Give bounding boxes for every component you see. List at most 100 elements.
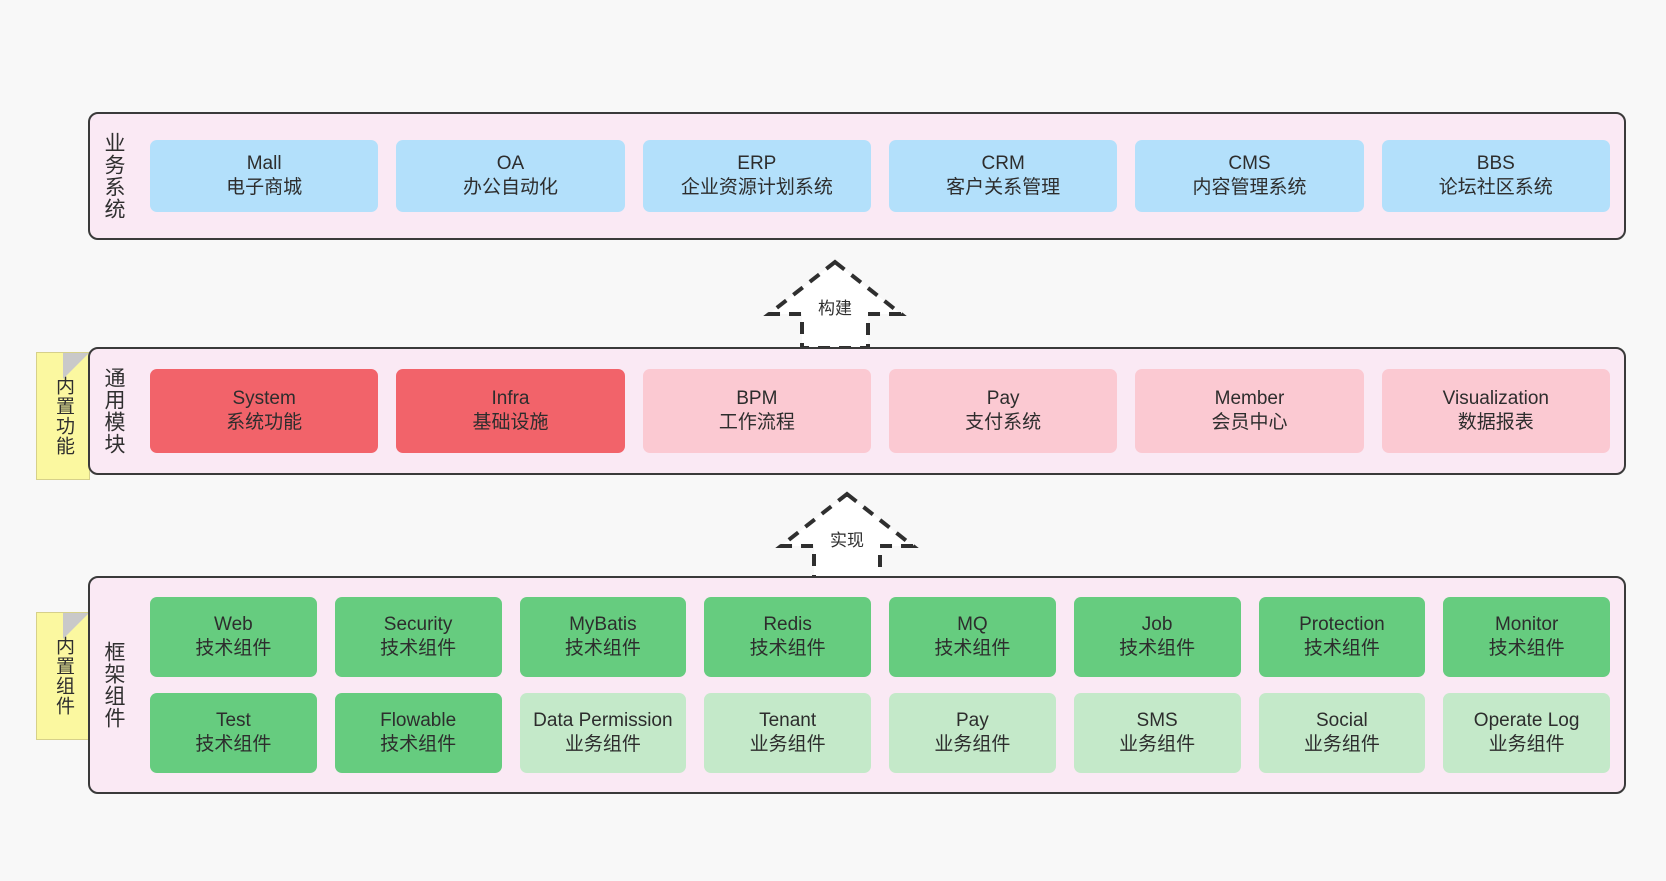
component-card-name: Flowable — [380, 709, 457, 731]
component-card-name: CMS — [1228, 152, 1271, 174]
component-card-name: Test — [215, 709, 251, 731]
component-card-desc: 技术组件 — [749, 638, 826, 659]
component-card-desc: 技术组件 — [1119, 638, 1196, 659]
component-card[interactable]: Flowable 技术组件 — [334, 693, 502, 773]
component-card-desc: 企业资源计划系统 — [680, 177, 833, 198]
component-card-name: Security — [383, 613, 453, 635]
component-card-desc: 系统功能 — [226, 412, 303, 433]
component-card-desc: 技术组件 — [1488, 638, 1565, 659]
component-card-name: Pay — [956, 709, 989, 731]
component-card[interactable]: BPM 工作流程 — [642, 369, 871, 453]
component-card-desc: 基础设施 — [472, 412, 549, 433]
component-card-desc: 电子商城 — [226, 177, 303, 198]
component-card[interactable]: Operate Log 业务组件 — [1443, 693, 1610, 773]
component-card-name: Protection — [1299, 613, 1385, 635]
component-card-desc: 业务组件 — [749, 734, 826, 755]
component-card[interactable]: ERP 企业资源计划系统 — [642, 140, 871, 212]
component-card-desc: 会员中心 — [1211, 412, 1288, 433]
build-arrow: 构建 — [760, 256, 910, 352]
component-card-desc: 支付系统 — [965, 412, 1042, 433]
component-card[interactable]: OA 办公自动化 — [396, 140, 625, 212]
component-card-name: Operate Log — [1473, 709, 1580, 731]
component-card[interactable]: Monitor 技术组件 — [1443, 597, 1610, 677]
layer-title-business: 业务系统 — [101, 132, 125, 220]
component-card-name: Member — [1214, 387, 1285, 409]
component-card-desc: 数据报表 — [1457, 412, 1534, 433]
component-card[interactable]: Job 技术组件 — [1073, 597, 1241, 677]
layer-common-modules: 通用模块 System 系统功能 Infra 基础设施 BPM 工作流程 Pay 支付系统 Me… — [88, 347, 1626, 475]
component-card-name: MyBatis — [569, 613, 637, 635]
component-card-name: Job — [1141, 613, 1173, 635]
component-card[interactable]: Pay 支付系统 — [888, 369, 1118, 453]
component-card-desc: 客户关系管理 — [946, 177, 1061, 198]
component-card-name: Tenant — [759, 709, 817, 731]
component-card-name: System — [232, 387, 296, 409]
component-card-desc: 论坛社区系统 — [1438, 177, 1553, 198]
modules-row: System 系统功能 Infra 基础设施 BPM 工作流程 Pay 支付系统 Member 会… — [150, 369, 1610, 453]
component-card-name: Pay — [986, 387, 1020, 409]
component-card[interactable]: Web 技术组件 — [150, 597, 317, 677]
component-card-desc: 业务组件 — [1488, 734, 1565, 755]
component-card-desc: 技术组件 — [195, 734, 272, 755]
layer-title-modules: 通用模块 — [101, 367, 125, 455]
component-card-name: OA — [496, 152, 525, 174]
component-card-desc: 技术组件 — [564, 638, 641, 659]
component-card-desc: 技术组件 — [380, 734, 457, 755]
component-card[interactable]: MyBatis 技术组件 — [519, 597, 687, 677]
component-card-name: Web — [214, 613, 253, 635]
component-card[interactable]: Test 技术组件 — [150, 693, 317, 773]
component-card[interactable]: Pay 业务组件 — [889, 693, 1056, 773]
component-card-desc: 技术组件 — [195, 638, 272, 659]
note-builtin-component-text: 内置组件 — [53, 636, 75, 716]
component-card[interactable]: System 系统功能 — [150, 369, 379, 453]
component-card-name: Monitor — [1494, 613, 1559, 635]
component-card[interactable]: Tenant 业务组件 — [704, 693, 871, 773]
component-card-name: Visualization — [1442, 387, 1549, 409]
component-card-name: Mall — [246, 152, 282, 174]
component-card-desc: 技术组件 — [1303, 638, 1380, 659]
component-card-name: BPM — [736, 387, 778, 409]
component-card-name: Data Permission — [533, 709, 673, 731]
implement-arrow: 实现 — [772, 488, 922, 584]
component-card[interactable]: Protection 技术组件 — [1258, 597, 1426, 677]
component-card-desc: 办公自动化 — [462, 177, 558, 198]
layer-body-modules: System 系统功能 Infra 基础设施 BPM 工作流程 Pay 支付系统 Member 会… — [136, 349, 1624, 473]
component-card[interactable]: BBS 论坛社区系统 — [1381, 140, 1610, 212]
note-builtin-component: 内置组件 — [36, 612, 90, 740]
component-card[interactable]: Redis 技术组件 — [704, 597, 871, 677]
note-builtin-function-text: 内置功能 — [53, 376, 75, 456]
component-card-name: Social — [1316, 709, 1368, 731]
layer-title-framework: 框架组件 — [101, 641, 125, 729]
component-card[interactable]: Infra 基础设施 — [396, 369, 625, 453]
component-card[interactable]: Mall 电子商城 — [150, 140, 379, 212]
component-card-desc: 业务组件 — [1119, 734, 1196, 755]
component-card-desc: 业务组件 — [1303, 734, 1380, 755]
component-card-name: SMS — [1136, 709, 1178, 731]
component-card-desc: 内容管理系统 — [1192, 177, 1307, 198]
component-card-name: Infra — [491, 387, 530, 409]
component-card-desc: 业务组件 — [934, 734, 1011, 755]
note-builtin-function: 内置功能 — [36, 352, 90, 480]
component-card-name: Redis — [763, 613, 812, 635]
component-card-desc: 技术组件 — [934, 638, 1011, 659]
component-card-name: BBS — [1476, 152, 1515, 174]
component-card[interactable]: CMS 内容管理系统 — [1135, 140, 1364, 212]
component-card[interactable]: SMS 业务组件 — [1073, 693, 1241, 773]
component-card-name: ERP — [737, 152, 777, 174]
component-card[interactable]: Social 业务组件 — [1258, 693, 1426, 773]
component-card[interactable]: Visualization 数据报表 — [1381, 369, 1610, 453]
component-card-desc: 工作流程 — [718, 412, 795, 433]
component-card[interactable]: Member 会员中心 — [1135, 369, 1364, 453]
